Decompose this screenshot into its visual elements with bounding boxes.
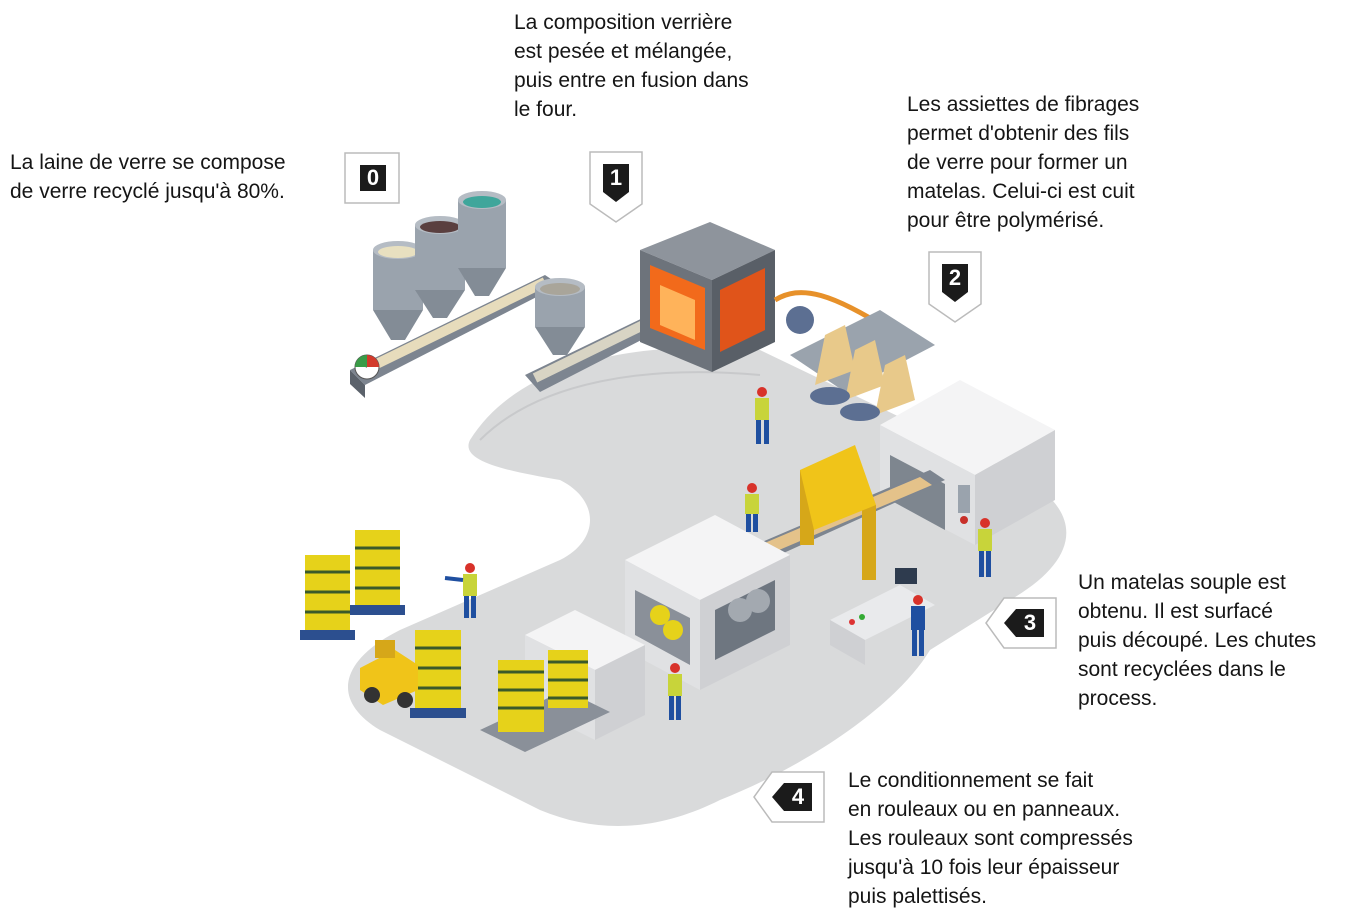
fiberizing-unit <box>786 306 935 421</box>
step-3-number: 3 <box>1023 610 1037 635</box>
hot-pipe <box>773 290 922 353</box>
worker-2 <box>745 483 759 532</box>
silo-3 <box>458 191 506 296</box>
step-4-badge: 4 <box>752 770 826 824</box>
silo-2 <box>415 216 465 318</box>
step-1-number: 1 <box>609 165 623 190</box>
worker-4 <box>911 595 925 656</box>
down-arrow-badge-icon <box>928 251 982 323</box>
step-0-number: 0 <box>366 165 380 190</box>
step-1-badge: 1 <box>588 150 644 224</box>
step-0-caption: La laine de verre se compose de verre re… <box>10 151 286 203</box>
furnace-conveyor <box>525 300 690 392</box>
square-badge-icon <box>344 152 400 204</box>
step-4-caption: Le conditionnement se fait en rouleaux o… <box>848 769 1133 908</box>
silo-conveyor <box>350 275 560 398</box>
step-0-badge: 0 <box>344 152 400 204</box>
yellow-gantry <box>800 445 876 580</box>
worker-6 <box>668 663 682 720</box>
rolling-machine <box>625 515 790 690</box>
down-arrow-badge-icon <box>589 151 643 223</box>
furnace <box>640 222 775 372</box>
cutting-line-conveyor <box>720 470 945 575</box>
worker-3 <box>978 518 992 577</box>
step-4-number: 4 <box>791 784 805 809</box>
control-desk <box>830 568 935 665</box>
step-2-badge: 2 <box>927 250 983 324</box>
gauge-icon <box>354 354 380 380</box>
step-3-caption: Un matelas souple est obtenu. Il est sur… <box>1078 571 1317 710</box>
silo-1 <box>373 241 423 340</box>
worker-1 <box>755 387 769 444</box>
forklift <box>360 640 418 708</box>
roll-pallet-2 <box>350 530 405 615</box>
roll-pallet-1 <box>300 555 355 640</box>
roll-stack-packaging <box>498 650 588 732</box>
packaging-machine <box>480 610 645 752</box>
step-1-caption: La composition verrière est pesée et mél… <box>514 11 749 121</box>
worker-5 <box>444 563 477 618</box>
roll-pallet-3 <box>410 630 466 718</box>
hopper <box>535 278 585 355</box>
step-3-badge: 3 <box>984 596 1058 650</box>
step-2-caption: Les assiettes de fibrages permet d'obten… <box>907 93 1140 232</box>
step-2-number: 2 <box>948 265 962 290</box>
factory-floor <box>347 347 1067 827</box>
curing-oven <box>880 380 1055 545</box>
